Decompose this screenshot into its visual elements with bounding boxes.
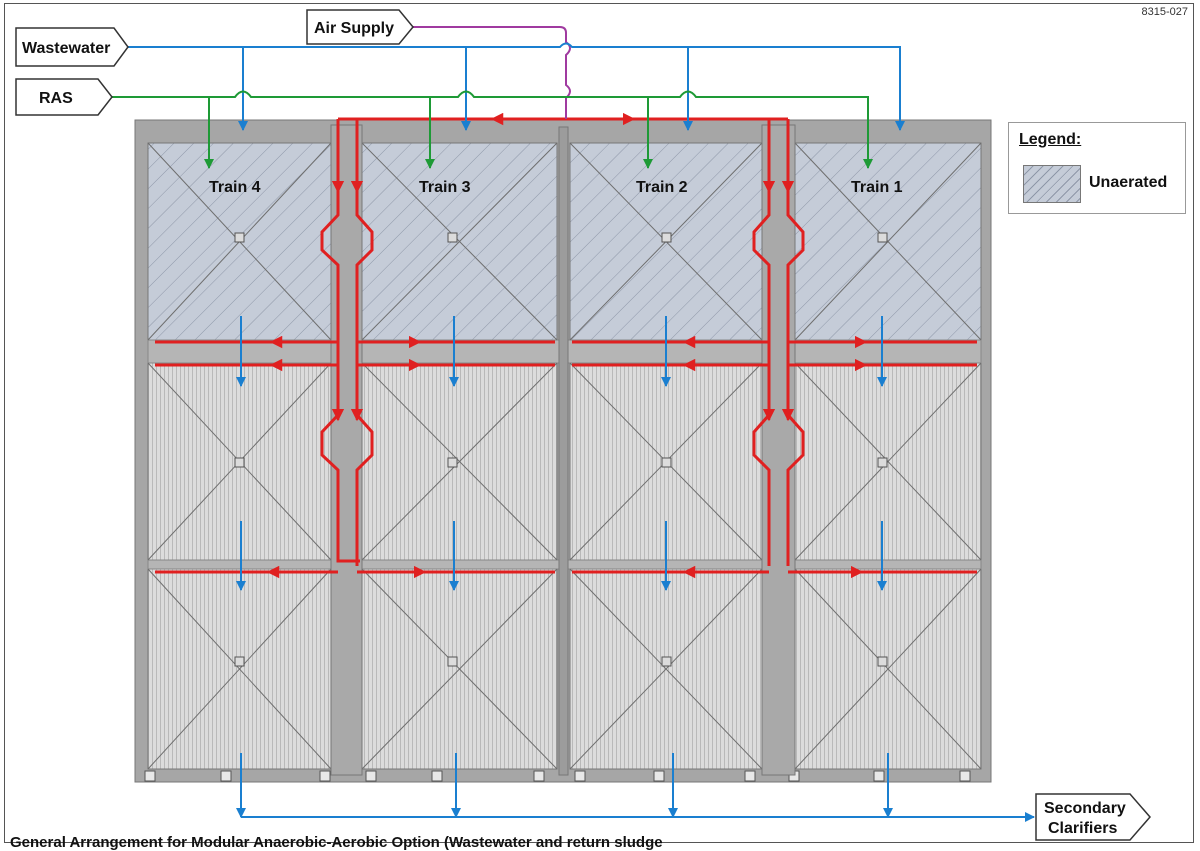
drawing-id: 8315-027 [1141,6,1189,18]
unaerated-legend-label: Unaerated [1089,174,1168,191]
internal-flow-arrows [236,316,887,591]
air-flow-arrows [266,112,868,579]
wastewater-label: Wastewater [22,40,110,57]
wastewater-tag: Wastewater [15,27,129,67]
outlet-boxes [144,770,971,782]
drawing-frame [4,3,1194,843]
secondary-clarifiers-line1: Secondary [1044,800,1126,817]
air-channel-right [761,124,796,776]
air-supply-tag: Air Supply [306,9,414,45]
ras-line [112,90,873,169]
effluent-line [236,753,1035,822]
ras-tag: RAS [15,78,113,116]
ras-label: RAS [39,90,73,107]
train-4-label: Train 4 [209,179,261,196]
train-1-label: Train 1 [851,179,903,196]
air-channel-left [330,124,363,776]
secondary-clarifiers-line2: Clarifiers [1048,820,1117,837]
unaerated-swatch [1023,165,1081,203]
air-header [155,117,977,574]
secondary-clarifiers-tag: Secondary Clarifiers [1035,793,1151,841]
legend: Legend: Unaerated [1008,122,1186,214]
air-supply-line [412,26,571,119]
train-3-label: Train 3 [419,179,471,196]
legend-title: Legend: [1019,131,1082,148]
center-wall [558,126,569,776]
mixer-markers [234,232,888,667]
air-supply-label: Air Supply [314,20,394,37]
train-2-label: Train 2 [636,179,688,196]
figure-caption: General Arrangement for Modular Anaerobi… [10,834,663,851]
wastewater-line [128,42,905,131]
